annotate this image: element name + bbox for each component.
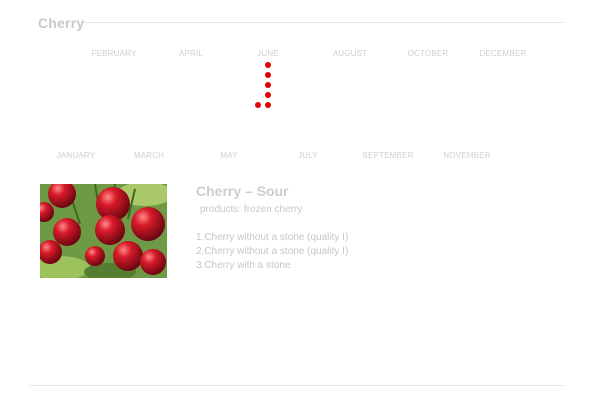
timeline-dot: [265, 72, 271, 78]
list-item: 1.Cherry without a stone (quality I): [196, 232, 349, 243]
page-title: Cherry: [38, 15, 85, 31]
timeline-dot: [265, 92, 271, 98]
month-april[interactable]: APRIL: [178, 49, 204, 58]
month-december[interactable]: DECEMBER: [479, 49, 527, 58]
header-divider: [84, 22, 564, 23]
product-title: Cherry – Sour: [196, 183, 289, 199]
timeline-dot: [265, 102, 271, 108]
month-may[interactable]: MAY: [220, 151, 238, 160]
cherry-photo: [40, 184, 167, 278]
timeline-dot: [265, 62, 271, 68]
months-bottom-row: JANUARY MARCH MAY JULY SEPTEMBER NOVEMBE…: [0, 151, 600, 165]
month-march[interactable]: MARCH: [133, 151, 165, 160]
timeline-dot: [265, 82, 271, 88]
month-september[interactable]: SEPTEMBER: [362, 151, 414, 160]
month-february[interactable]: FEBRUARY: [91, 49, 137, 58]
month-june[interactable]: JUNE: [257, 49, 279, 58]
list-item: 3.Cherry with a stone: [196, 260, 291, 271]
month-november[interactable]: NOVEMBER: [443, 151, 491, 160]
footer-divider: [30, 385, 564, 386]
month-august[interactable]: AUGUST: [332, 49, 368, 58]
list-item: 2.Cherry without a stone (quality I): [196, 246, 349, 257]
product-list: 1.Cherry without a stone (quality I) 2.C…: [196, 231, 348, 273]
season-timeline: [248, 62, 288, 114]
months-top-row: FEBRUARY APRIL JUNE AUGUST OCTOBER DECEM…: [0, 49, 600, 63]
month-october[interactable]: OCTOBER: [407, 49, 449, 58]
timeline-dot: [255, 102, 261, 108]
month-january[interactable]: JANUARY: [56, 151, 96, 160]
month-july[interactable]: JULY: [298, 151, 318, 160]
product-subtitle: products: frozen cherry: [200, 204, 303, 215]
